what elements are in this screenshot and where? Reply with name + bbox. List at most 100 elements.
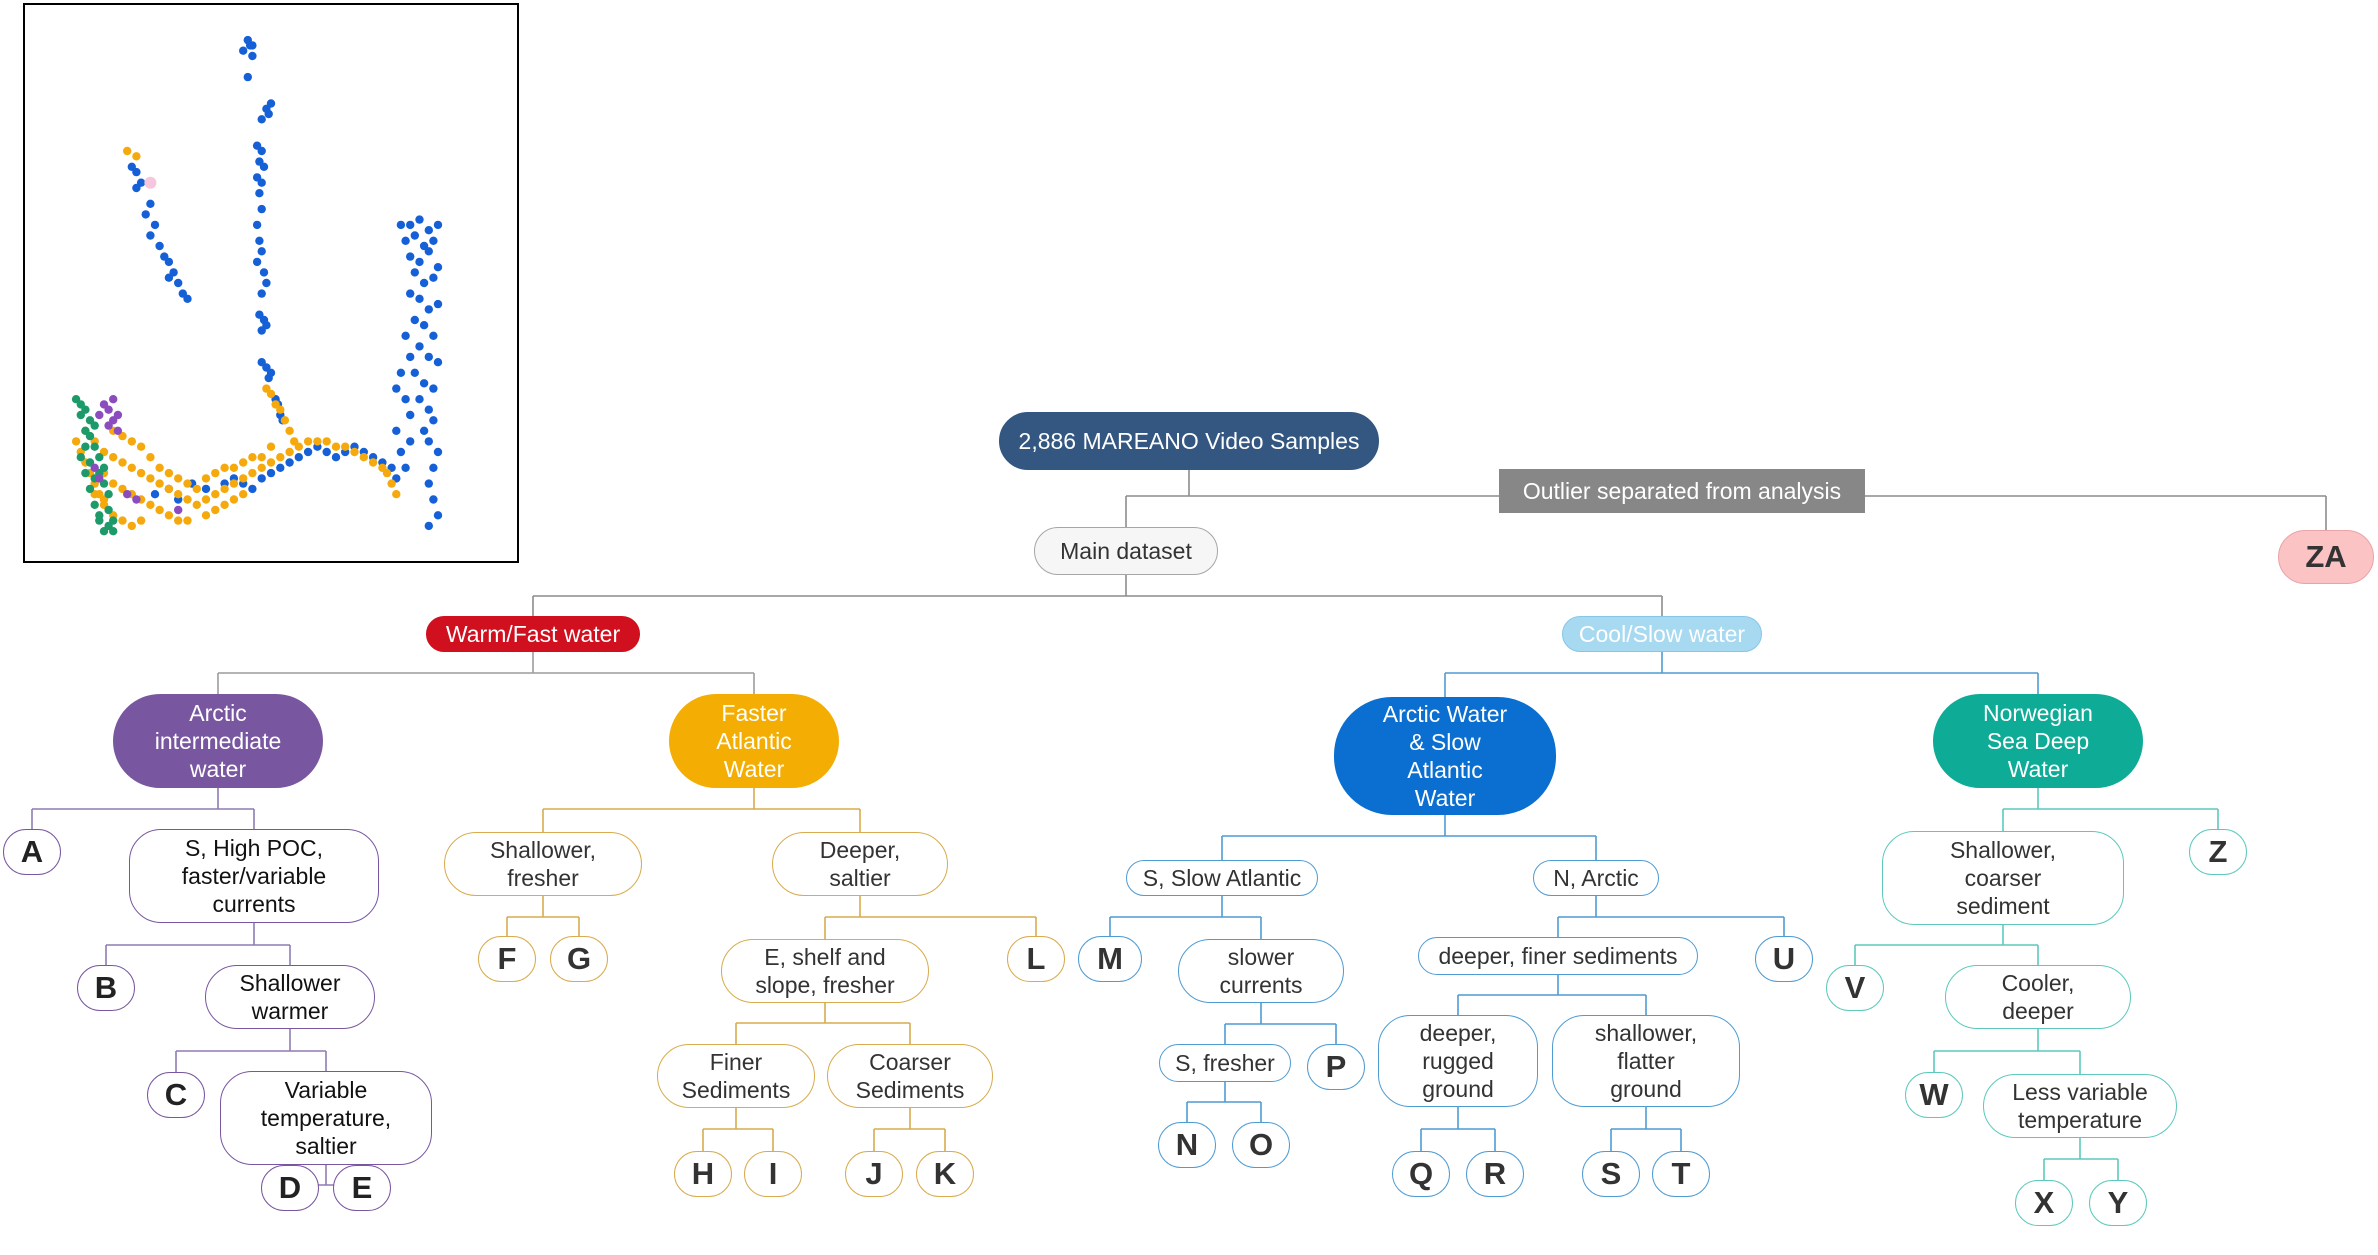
- node-t: T: [1652, 1151, 1710, 1197]
- scatter-point-s0-96: [392, 426, 401, 435]
- scatter-point-s0-42: [174, 278, 183, 288]
- scatter-point-s1-44: [183, 479, 192, 488]
- node-arctic-int: Arctic intermediate water: [113, 694, 323, 788]
- scatter-point-s0-71: [424, 305, 433, 314]
- scatter-point-s0-16: [255, 189, 264, 198]
- scatter-point-s0-119: [248, 484, 257, 494]
- node-coarser-sed: Coarser Sediments: [827, 1044, 993, 1108]
- scatter-point-s0-62: [406, 252, 415, 261]
- scatter-point-s0-48: [264, 373, 273, 383]
- scatter-point-s1-33: [382, 468, 392, 478]
- scatter-point-s1-46: [201, 474, 211, 483]
- scatter-point-s0-80: [419, 379, 429, 388]
- scatter-point-s1-40: [146, 453, 155, 462]
- scatter-point-s1-59: [146, 500, 155, 509]
- node-slower-curr: slower currents: [1178, 939, 1344, 1003]
- scatter-point-s0-41: [164, 273, 174, 282]
- scatter-point-s1-53: [266, 442, 276, 451]
- scatter-point-s3-7: [113, 410, 123, 420]
- scatter-point-s1-50: [239, 458, 248, 467]
- scatter-point-s1-25: [313, 437, 322, 446]
- scatter-point-s0-88: [429, 463, 438, 472]
- scatter-point-s3-6: [109, 395, 118, 404]
- node-f: F: [478, 936, 536, 982]
- scatter-point-s0-117: [266, 468, 276, 478]
- node-deeper-finer: deeper, finer sediments: [1418, 937, 1698, 975]
- scatter-point-s1-80: [276, 405, 285, 414]
- scatter-point-s3-9: [95, 474, 104, 483]
- scatter-point-s1-3: [109, 453, 118, 462]
- node-less-variable: Less variable temperature: [1983, 1074, 2177, 1138]
- scatter-point-s0-92: [424, 521, 433, 531]
- scatter-point-s0-3: [248, 51, 257, 61]
- scatter-point-s0-64: [424, 247, 433, 256]
- scatter-point-s0-7: [266, 99, 276, 108]
- scatter-point-s1-10: [174, 490, 183, 499]
- scatter-point-s0-77: [424, 352, 433, 362]
- scatter-point-s0-13: [259, 162, 269, 171]
- scatter-point-s0-116: [276, 463, 285, 472]
- scatter-point-s0-11: [257, 146, 266, 156]
- node-b: B: [77, 965, 135, 1011]
- node-cooler-deeper: Cooler, deeper: [1945, 965, 2131, 1029]
- node-x: X: [2015, 1180, 2073, 1226]
- scatter-point-s0-63: [415, 257, 424, 267]
- scatter-point-s1-15: [220, 484, 229, 494]
- scatter-point-s1-81: [280, 416, 290, 425]
- scatter-point-s1-14: [211, 490, 220, 499]
- scatter-point-s4-0: [144, 176, 157, 189]
- node-s-slow-atl: S, Slow Atlantic: [1126, 860, 1318, 896]
- scatter-point-s1-67: [118, 516, 127, 525]
- node-l: L: [1007, 936, 1065, 982]
- scatter-point-s0-32: [132, 183, 141, 193]
- scatter-point-s0-53: [396, 220, 406, 230]
- scatter-point-s1-28: [341, 442, 350, 451]
- scatter-point-s0-89: [424, 479, 433, 488]
- scatter-point-s2-9: [95, 453, 104, 462]
- scatter-point-s0-4: [245, 41, 255, 50]
- scatter-point-s0-95: [406, 437, 415, 446]
- scatter-point-s0-70: [415, 294, 424, 303]
- scatter-point-s0-59: [410, 231, 419, 240]
- scatter-point-s0-83: [424, 405, 433, 414]
- scatter-point-s1-89: [123, 146, 132, 156]
- scatter-point-s1-86: [220, 500, 229, 509]
- scatter-point-s0-99: [392, 384, 401, 393]
- scatter-point-s0-23: [262, 278, 271, 288]
- node-k: K: [916, 1151, 974, 1197]
- node-shallower-warmer: Shallower warmer: [205, 965, 375, 1029]
- scatter-point-s3-4: [113, 426, 123, 435]
- scatter-plot: [71, 35, 443, 536]
- scatter-point-s0-87: [433, 447, 443, 457]
- node-warm: Warm/Fast water: [426, 616, 640, 652]
- scatter-point-s0-100: [396, 368, 406, 377]
- scatter-point-s0-28: [257, 326, 266, 335]
- node-i: I: [744, 1151, 802, 1197]
- node-variable-temp: Variable temperature, saltier: [220, 1071, 432, 1165]
- scatter-point-s1-21: [276, 453, 285, 462]
- scatter-point-s0-39: [164, 257, 174, 267]
- scatter-point-s1-35: [392, 490, 401, 499]
- scatter-point-s2-13: [104, 505, 113, 515]
- node-q: Q: [1392, 1151, 1450, 1197]
- scatter-point-s0-115: [285, 458, 294, 467]
- node-y: Y: [2089, 1180, 2147, 1226]
- node-shallower-coarser: Shallower, coarser sediment: [1882, 831, 2124, 925]
- scatter-point-s2-18: [90, 500, 99, 509]
- scatter-point-s0-21: [252, 257, 262, 267]
- scatter-point-s0-75: [429, 331, 438, 340]
- scatter-point-s0-86: [424, 437, 433, 446]
- node-outlier: Outlier separated from analysis: [1499, 469, 1865, 513]
- node-s-high-poc: S, High POC, faster/variable currents: [129, 829, 379, 923]
- scatter-point-s1-84: [201, 511, 211, 520]
- scatter-point-s0-24: [257, 289, 266, 298]
- scatter-point-s0-5: [243, 72, 252, 82]
- node-n: N: [1158, 1122, 1216, 1168]
- scatter-point-s0-33: [146, 199, 155, 208]
- scatter-point-s1-27: [331, 442, 341, 451]
- node-s: S: [1582, 1151, 1640, 1197]
- scatter-point-s0-127: [201, 484, 211, 494]
- node-za: ZA: [2278, 530, 2374, 584]
- scatter-point-s0-101: [406, 352, 415, 362]
